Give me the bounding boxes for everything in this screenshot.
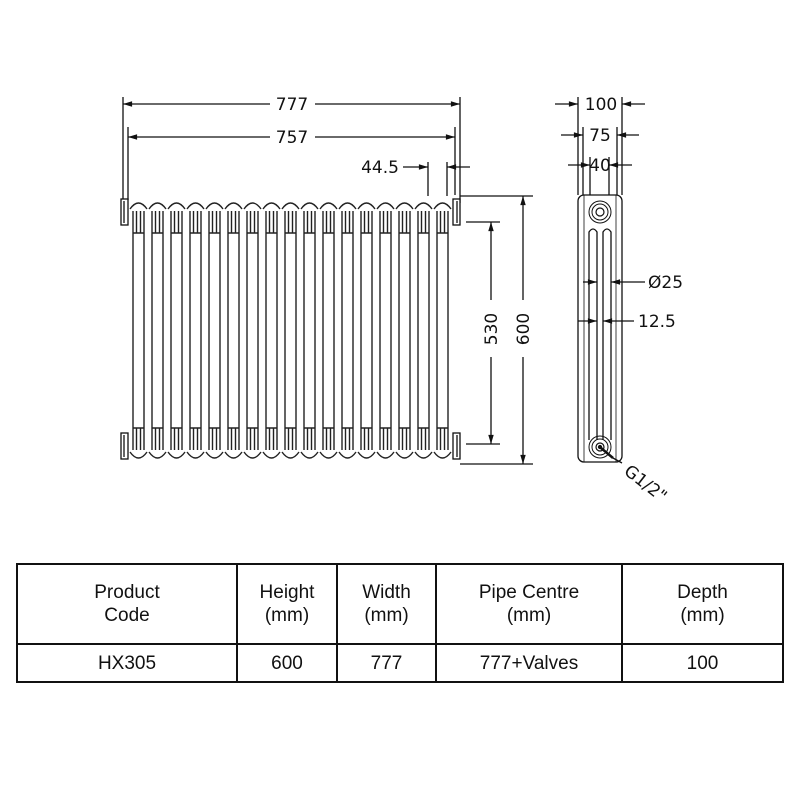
dim-width-excl-valves: 757 bbox=[276, 128, 308, 148]
cell-product-code: HX305 bbox=[16, 643, 238, 683]
header-unit: (mm) bbox=[264, 605, 310, 626]
dim-tube-gap: 12.5 bbox=[638, 312, 676, 332]
cell-height: 600 bbox=[236, 643, 338, 683]
dim-overall-width: 777 bbox=[276, 95, 308, 115]
header-height: Height (mm) bbox=[236, 563, 338, 645]
side-view bbox=[555, 97, 645, 464]
header-product-code: Product Code bbox=[16, 563, 238, 645]
dim-connection-thread: G1/2" bbox=[620, 461, 670, 507]
header-label: Code bbox=[104, 605, 150, 626]
cell-width: 777 bbox=[336, 643, 437, 683]
technical-drawing: 777 757 44.5 530 600 bbox=[120, 95, 683, 507]
header-pipe-centre: Pipe Centre (mm) bbox=[435, 563, 623, 645]
dim-tube-diameter: Ø25 bbox=[648, 273, 683, 293]
specification-table: Product Code Height (mm) Width (mm) Pipe… bbox=[16, 563, 784, 683]
header-label: Depth bbox=[677, 582, 728, 603]
header-label: Pipe Centre bbox=[478, 582, 580, 603]
header-depth: Depth (mm) bbox=[621, 563, 784, 645]
table-row: HX305 600 777 777+Valves 100 bbox=[16, 643, 784, 683]
dim-section-pitch: 44.5 bbox=[361, 158, 399, 178]
header-label: Product bbox=[94, 582, 160, 603]
header-label: Height bbox=[259, 582, 315, 603]
dim-depth-inner: 40 bbox=[589, 156, 611, 176]
front-view bbox=[120, 97, 533, 465]
radiator-section bbox=[129, 202, 452, 459]
table-header-row: Product Code Height (mm) Width (mm) Pipe… bbox=[16, 563, 784, 645]
dim-depth-overall: 100 bbox=[585, 95, 617, 115]
dim-overall-height: 600 bbox=[514, 313, 534, 345]
header-label: Width bbox=[362, 582, 411, 603]
header-width: Width (mm) bbox=[336, 563, 437, 645]
header-unit: (mm) bbox=[506, 605, 552, 626]
header-unit: (mm) bbox=[364, 605, 409, 626]
header-unit: (mm) bbox=[680, 605, 725, 626]
radiator-sections bbox=[129, 202, 452, 459]
dim-depth-body: 75 bbox=[589, 126, 611, 146]
cell-depth: 100 bbox=[621, 643, 784, 683]
cell-pipe-centre: 777+Valves bbox=[435, 643, 623, 683]
dim-pipe-centre-height: 530 bbox=[482, 313, 502, 345]
